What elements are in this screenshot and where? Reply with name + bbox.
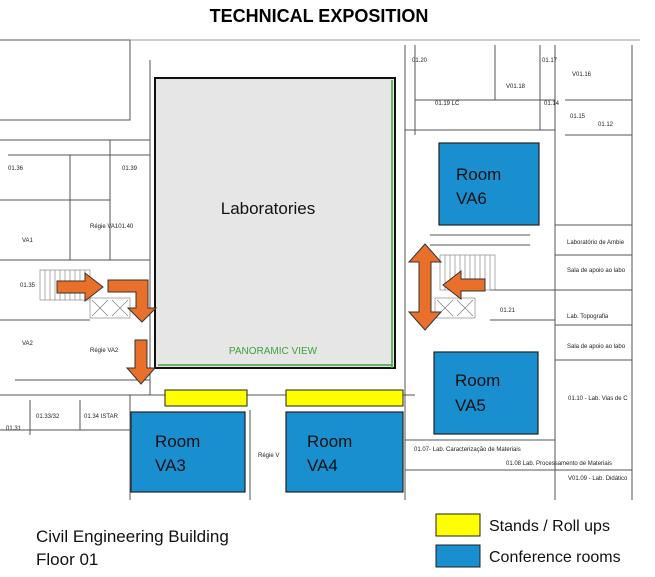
room-label: Régie VA101.40 <box>90 224 134 230</box>
laboratories-label: Laboratories <box>221 199 316 218</box>
room-label: 01.21 <box>500 308 516 314</box>
room-label: 01.39 <box>122 166 138 172</box>
conference-room-va3: Room VA3 <box>130 411 246 493</box>
room-label: 01.19 LC <box>435 101 460 107</box>
stand-area-left <box>164 389 248 407</box>
room-label: V01.18 <box>506 84 526 90</box>
conference-room-label: Room <box>456 165 501 184</box>
conference-room-label: Room <box>455 371 500 390</box>
arrow-down-icon <box>125 339 157 385</box>
room-label: 01.17 <box>542 58 558 64</box>
room-label: Laboratório de Ambie <box>567 240 625 246</box>
arrow-up-down-icon <box>407 243 443 331</box>
map-title: TECHNICAL EXPOSITION <box>210 6 429 26</box>
room-label: 01.12 <box>598 122 614 128</box>
direction-arrows <box>56 243 486 385</box>
conference-room-va6: Room VA6 <box>438 142 540 226</box>
room-label: V01.16 <box>572 72 592 78</box>
conference-room-label: VA6 <box>456 189 487 208</box>
room-label: Régie V <box>258 453 279 459</box>
room-label: 01.08 Lab. Processamento de Materiais <box>506 461 612 467</box>
conference-room-label: VA5 <box>455 396 486 415</box>
building-caption-line1: Civil Engineering Building <box>36 527 229 546</box>
conference-room-label: VA3 <box>155 456 186 475</box>
room-label: VA2 <box>22 341 34 347</box>
room-label: VA1 <box>22 238 34 244</box>
room-label: 01.34 ISTAR <box>84 414 119 420</box>
room-label: 01.35 <box>20 283 36 289</box>
legend-label-conference: Conference rooms <box>489 549 621 566</box>
conference-room-va4: Room VA4 <box>285 411 404 493</box>
legend-swatch-conference <box>435 544 481 568</box>
room-label: 01.33/32 <box>36 414 60 420</box>
conference-room-va5: Room VA5 <box>433 351 539 435</box>
room-label: 01.15 <box>570 114 586 120</box>
conference-room-label: Room <box>155 432 200 451</box>
room-label: Sala de apoio ao labo <box>567 268 626 274</box>
panoramic-view-label: PANORAMIC VIEW <box>229 346 318 357</box>
room-label: Régie VA2 <box>90 348 119 354</box>
building-caption-line2: Floor 01 <box>36 550 98 569</box>
room-label: 01.14 <box>544 101 560 107</box>
stand-area-right <box>285 389 404 407</box>
room-label: 01.10 - Lab. Vias de C <box>568 396 628 402</box>
legend-label-stands: Stands / Roll ups <box>489 518 610 535</box>
room-label: V01.09 - Lab. Didático <box>568 476 628 482</box>
map-legend: Stands / Roll ups Conference rooms <box>435 513 621 568</box>
room-label: 01.20 <box>412 58 428 64</box>
room-label: 01.07- Lab. Caracterização de Materiais <box>414 447 521 453</box>
room-label: 01.36 <box>8 166 24 172</box>
arrow-left-icon <box>442 269 486 301</box>
conference-room-label: VA4 <box>307 456 338 475</box>
room-label: Sala de apoio ao labo <box>567 344 626 350</box>
conference-room-label: Room <box>307 432 352 451</box>
arrow-right-icon <box>56 271 104 303</box>
room-labels: 01.20 01.17 V01.16 V01.18 01.19 LC 01.14… <box>6 58 628 482</box>
room-label: 01.31 <box>6 426 22 432</box>
legend-swatch-stands <box>435 513 481 537</box>
laboratories-area <box>154 77 396 369</box>
building-walls <box>0 39 640 500</box>
arrow-turn-down-icon <box>107 279 158 323</box>
room-label: Lab. Topografia <box>567 314 609 320</box>
